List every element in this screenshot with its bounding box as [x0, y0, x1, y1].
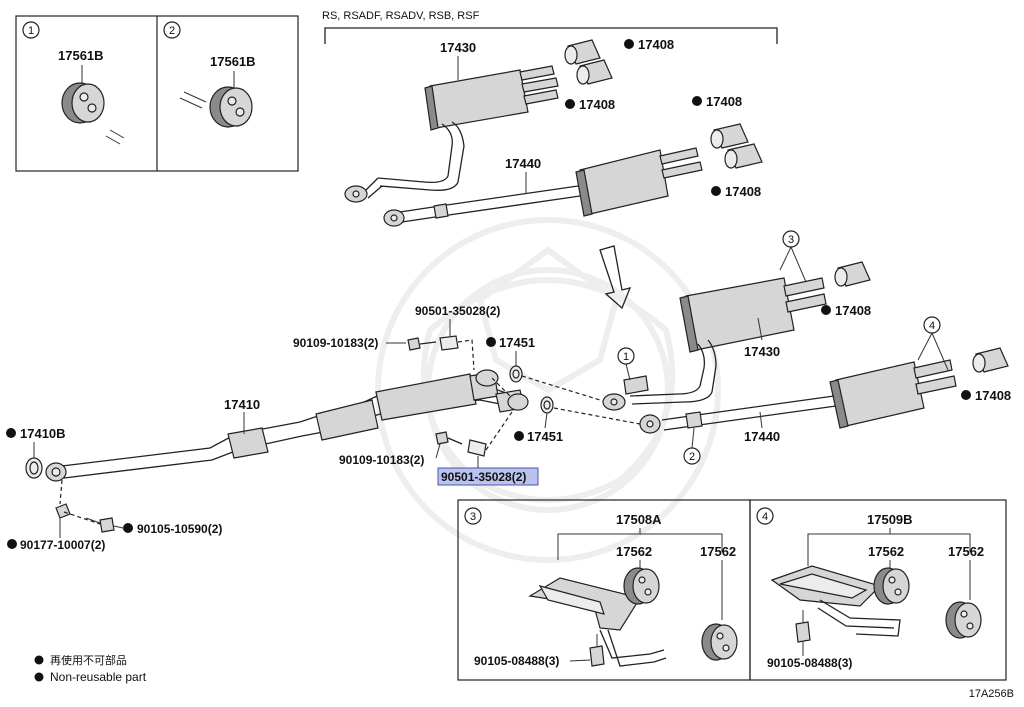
legend-dot-jp	[34, 655, 44, 665]
part-label-17408-f[interactable]: 17408	[975, 388, 1011, 403]
part-label-17430-main[interactable]: 17430	[744, 344, 780, 359]
part-label-17562-4b[interactable]: 17562	[948, 544, 984, 559]
callout-4-badge-main[interactable]: 4	[923, 316, 941, 334]
front-fastener-illustration	[55, 479, 115, 533]
legend-en: Non-reusable part	[50, 670, 147, 684]
callout-2-badge-main[interactable]: 2	[683, 447, 701, 465]
part-label-17562-3a[interactable]: 17562	[616, 544, 652, 559]
hanger-4a-illustration	[873, 567, 910, 605]
part-label-17410[interactable]: 17410	[224, 397, 260, 412]
part-label-17561b-left[interactable]: 17561B	[58, 48, 104, 63]
non-reusable-dot	[624, 39, 634, 49]
callout-1-number: 1	[28, 25, 34, 37]
callout-3-number: 3	[788, 234, 794, 246]
part-label-17408-c[interactable]: 17408	[706, 94, 742, 109]
callout-4-badge-inset[interactable]: 4	[756, 507, 774, 525]
callout-3-badge-main[interactable]: 3	[782, 230, 800, 248]
front-gasket-illustration	[25, 457, 43, 479]
gasket-illustrations	[509, 365, 641, 425]
non-reusable-dot	[514, 431, 524, 441]
watermark-emblem	[375, 217, 721, 563]
part-label-17440-main[interactable]: 17440	[744, 429, 780, 444]
part-label-17451-b[interactable]: 17451	[527, 429, 563, 444]
tail-pipe-main-illustration	[639, 359, 957, 434]
part-label-90109-10183-top[interactable]: 90109-10183(2)	[293, 336, 378, 350]
hanger-3b-illustration	[701, 623, 738, 661]
inset-bracket-3: 3 17508A 17562 17562 90105-084	[457, 499, 751, 681]
center-pipe-main-illustration	[602, 277, 827, 411]
part-label-17562-4a[interactable]: 17562	[868, 544, 904, 559]
part-label-17430-top[interactable]: 17430	[440, 40, 476, 55]
part-label-17562-3b[interactable]: 17562	[700, 544, 736, 559]
callout-2-number-main: 2	[689, 451, 695, 463]
tail-tips-top	[564, 39, 613, 85]
hanger-3a-illustration	[623, 567, 660, 605]
part-label-17408-d[interactable]: 17408	[725, 184, 761, 199]
part-label-90105-08488-3[interactable]: 90105-08488(3)	[474, 654, 559, 668]
tail-pipe-top-illustration	[383, 147, 703, 227]
part-label-17408-a[interactable]: 17408	[638, 37, 674, 52]
part-label-17561b-right[interactable]: 17561B	[210, 54, 256, 69]
part-label-17451-a[interactable]: 17451	[499, 335, 535, 350]
part-label-90177-10007[interactable]: 90177-10007(2)	[20, 538, 105, 552]
callout-2-number: 2	[169, 25, 175, 37]
inset-bracket-4: 4 17509B 17562 17562 90105-084	[749, 499, 1007, 681]
bracket-3-illustration	[528, 577, 667, 667]
rubber-insulator-illustration	[61, 82, 105, 124]
variant-header: RS, RSADF, RSADV, RSB, RSF	[322, 10, 480, 22]
diagram-code: 17A256B	[969, 688, 1014, 700]
legend: 再使用不可部品 Non-reusable part	[34, 653, 147, 684]
part-label-17509b[interactable]: 17509B	[867, 512, 913, 527]
callout-4-number-inset: 4	[762, 511, 768, 523]
non-reusable-dot	[486, 337, 496, 347]
legend-dot-en	[34, 672, 44, 682]
hanger-4b-illustration	[945, 601, 982, 639]
tail-tip-main-2	[972, 347, 1009, 373]
non-reusable-dot	[565, 99, 575, 109]
part-label-90105-10590[interactable]: 90105-10590(2)	[137, 522, 222, 536]
bracket-4-illustration	[770, 565, 901, 643]
joint-fasteners-illustration	[407, 335, 513, 457]
part-label-17410b[interactable]: 17410B	[20, 426, 66, 441]
non-reusable-dot	[821, 305, 831, 315]
non-reusable-dot	[6, 428, 16, 438]
inset-insulators: 1 2 17561B 17561B	[15, 15, 299, 172]
variant-arrow	[599, 245, 632, 310]
part-label-17440-top[interactable]: 17440	[505, 156, 541, 171]
part-label-17508a[interactable]: 17508A	[616, 512, 662, 527]
part-label-90105-08488-4[interactable]: 90105-08488(3)	[767, 656, 852, 670]
non-reusable-dot	[961, 390, 971, 400]
front-pipe-illustration	[45, 369, 529, 482]
non-reusable-dot	[692, 96, 702, 106]
highlighted-part-90501-35028[interactable]: 90501-35028(2)	[437, 467, 539, 486]
callout-1-badge[interactable]: 1	[22, 21, 40, 39]
variant-group-top: RS, RSADF, RSADV, RSB, RSF 17430 17408	[322, 10, 778, 227]
non-reusable-dot	[7, 539, 17, 549]
non-reusable-dot	[711, 186, 721, 196]
callout-3-number-inset: 3	[470, 511, 476, 523]
callout-1-number-main: 1	[623, 351, 629, 363]
callout-3-badge-inset[interactable]: 3	[464, 507, 482, 525]
part-label-17408-e[interactable]: 17408	[835, 303, 871, 318]
part-label-90501-35028-highlight: 90501-35028(2)	[441, 470, 526, 484]
part-label-17408-b[interactable]: 17408	[579, 97, 615, 112]
callout-1-badge-main[interactable]: 1	[617, 347, 635, 365]
rubber-insulator-illustration-2	[209, 86, 253, 128]
center-pipe-top-illustration	[344, 65, 559, 203]
tail-tips-top-right	[710, 123, 763, 169]
callout-2-badge[interactable]: 2	[163, 21, 181, 39]
tail-tip-main-1	[834, 261, 871, 287]
part-label-90501-35028-top[interactable]: 90501-35028(2)	[415, 304, 500, 318]
legend-jp: 再使用不可部品	[50, 653, 127, 667]
non-reusable-dot	[123, 523, 133, 533]
part-label-90109-10183-bottom[interactable]: 90109-10183(2)	[339, 453, 424, 467]
callout-4-number: 4	[929, 320, 935, 332]
